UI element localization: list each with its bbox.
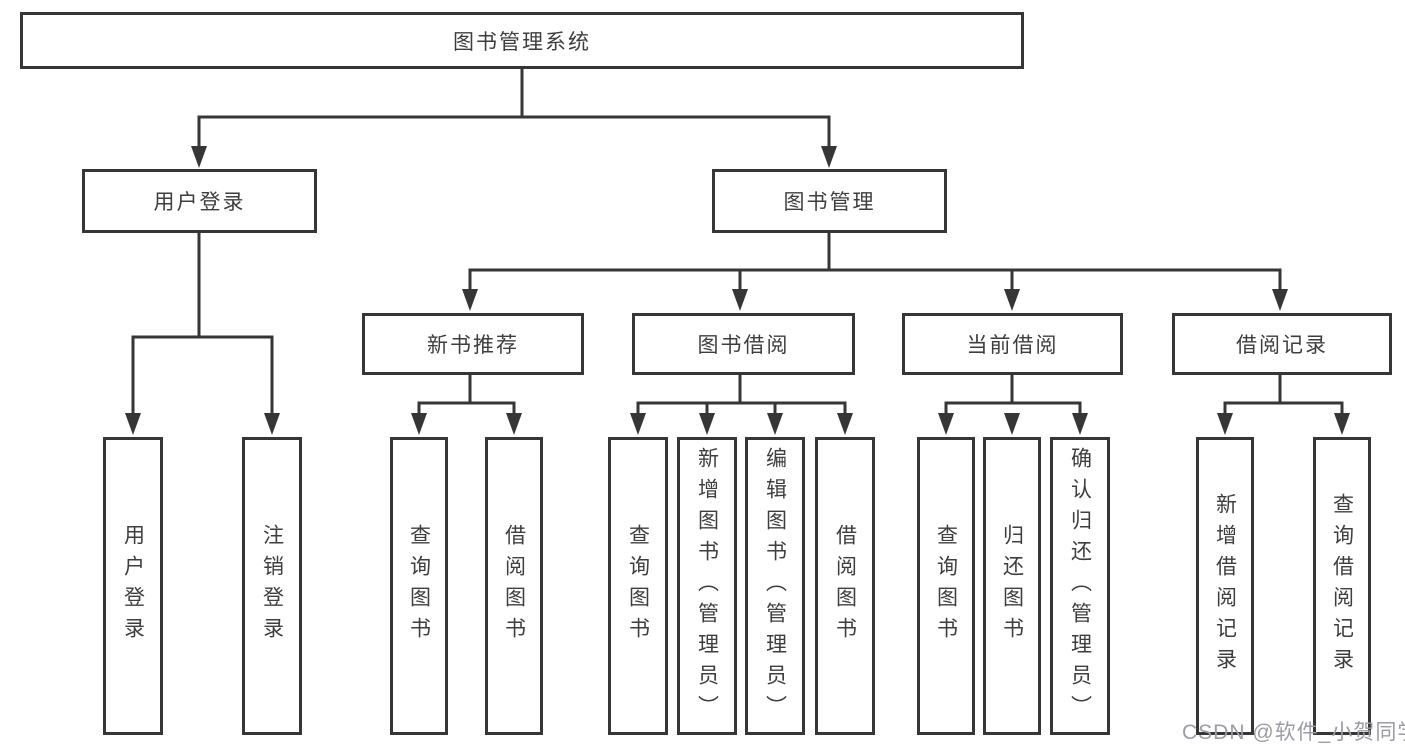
leaf-record-query-borrow-record: 查询借阅记录: [1313, 437, 1371, 735]
leaf-label: 查询借阅记录: [1330, 493, 1354, 679]
leaf-newbook-query-books: 查询图书: [390, 437, 448, 735]
leaf-borrow-query-books: 查询图书: [608, 437, 668, 735]
leaf-borrow-edit-books-admin: 编辑图书（管理员）: [745, 437, 805, 735]
leaf-label: 查询图书: [407, 524, 431, 648]
leaf-newbook-borrow-books: 借阅图书: [485, 437, 543, 735]
node-label: 用户登录: [153, 191, 246, 214]
leaf-record-add-borrow-record: 新增借阅记录: [1196, 437, 1254, 735]
leaf-label: 用户登录: [121, 524, 145, 648]
leaf-logout: 注销登录: [242, 437, 302, 735]
leaf-current-return-books: 归还图书: [983, 437, 1041, 735]
node-label: 图书管理: [783, 191, 876, 214]
leaf-label: 查询图书: [934, 524, 958, 648]
leaf-current-query-books: 查询图书: [917, 437, 975, 735]
arrowheads: [125, 146, 1350, 435]
node-user-login-module: 用户登录: [82, 169, 317, 233]
leaf-label: 查询图书: [626, 524, 650, 648]
node-label: 新书推荐: [427, 334, 519, 357]
leaf-label: 借阅图书: [833, 524, 857, 648]
node-book-management-module: 图书管理: [712, 169, 947, 233]
node-label: 图书管理系统: [453, 30, 591, 54]
node-current-borrowing: 当前借阅: [902, 313, 1123, 375]
leaf-current-confirm-return-admin: 确认归还（管理员）: [1050, 437, 1110, 735]
leaf-label: 编辑图书（管理员）: [763, 446, 787, 726]
node-label: 图书借阅: [697, 334, 790, 357]
node-book-borrowing: 图书借阅: [632, 313, 855, 375]
node-borrowing-records: 借阅记录: [1172, 313, 1392, 375]
leaf-label: 借阅图书: [502, 524, 526, 648]
leaf-label: 新增图书（管理员）: [695, 446, 719, 726]
leaf-user-login: 用户登录: [103, 437, 163, 735]
node-new-book-recommend: 新书推荐: [362, 313, 584, 375]
leaf-label: 新增借阅记录: [1213, 493, 1237, 679]
csdn-watermark: CSDN @软件_小贺同学: [1182, 721, 1405, 744]
node-label: 当前借阅: [966, 334, 1059, 357]
leaf-borrow-add-books-admin: 新增图书（管理员）: [677, 437, 737, 735]
leaf-label: 注销登录: [260, 524, 284, 648]
leaf-borrow-borrow-books: 借阅图书: [815, 437, 875, 735]
leaf-label: 确认归还（管理员）: [1068, 446, 1092, 726]
node-root-system: 图书管理系统: [20, 12, 1024, 69]
leaf-label: 归还图书: [1000, 524, 1024, 648]
node-label: 借阅记录: [1236, 334, 1328, 357]
